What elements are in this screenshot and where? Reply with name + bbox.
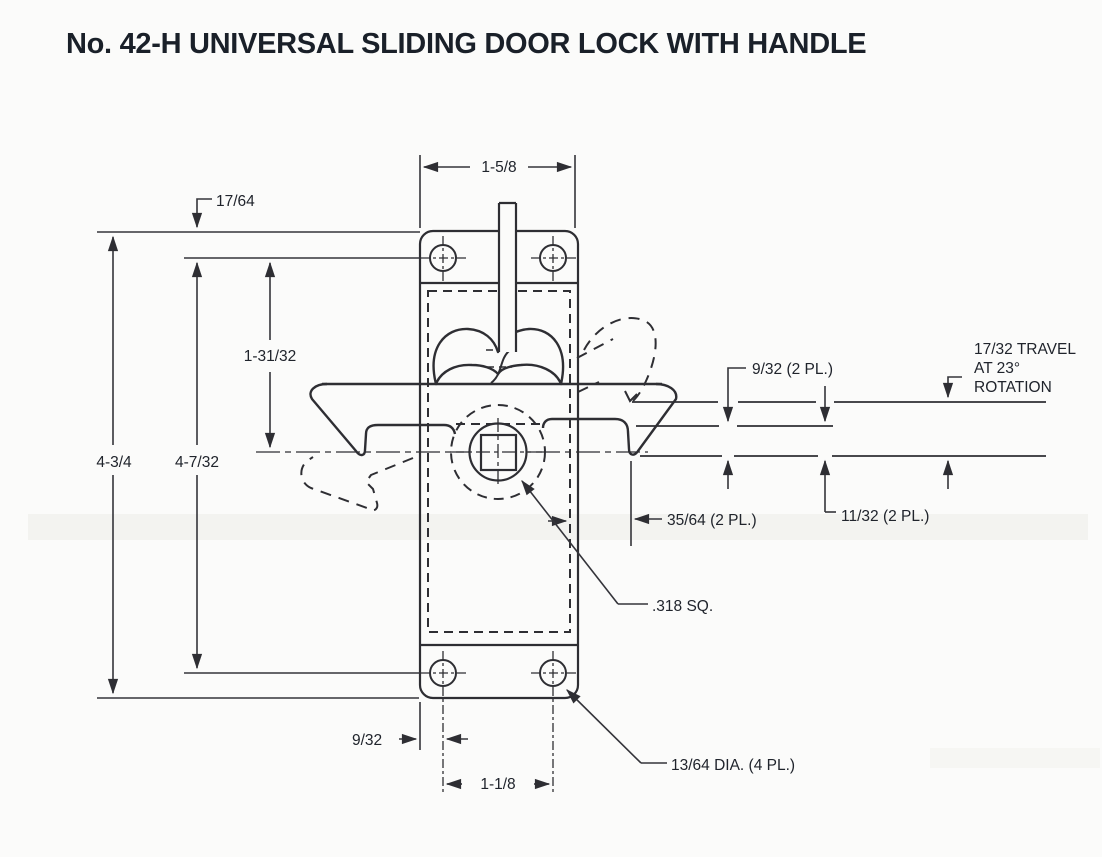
dim-latch-lower-gap [722,459,836,513]
dim-bottom-hole-spacing-label: 1-1/8 [480,776,515,793]
dim-spindle-center-label: 1-31/32 [244,348,297,365]
dim-bottom-hole-offset [399,702,468,750]
latch-bar-outline [309,382,678,457]
dim-hole-span-height-label: 4-7/32 [175,454,219,471]
dim-latch-lower-gap-label: 11/32 (2 PL.) [841,508,929,525]
drawing-title: No. 42-H UNIVERSAL SLIDING DOOR LOCK WIT… [66,28,867,60]
handle-wing-knob [432,327,565,386]
rotated-wing-tip-hook [624,390,638,403]
dim-travel-leader [942,376,962,489]
handle-rotated-position-dashed [576,317,657,402]
dim-plate-width-label: 1-5/8 [481,159,516,176]
spindle-square-leader [521,479,648,605]
spindle-square-label: .318 SQ. [652,598,713,615]
latch-travel-lines [632,401,1046,457]
dim-travel-label-line3: ROTATION [974,379,1052,396]
spindle-square-hole [479,433,518,472]
dim-latch-tip-label: 35/64 (2 PL.) [667,512,757,529]
hole-diameter-leader [566,689,667,764]
dim-top-hole-offset-label: 17/64 [216,193,255,210]
dim-overall-height-label: 4-3/4 [96,454,132,471]
dim-top-hole-offset-leader [191,198,212,229]
dim-latch-tip [548,461,662,546]
plate-hidden-edge-dashed [427,290,571,633]
hole-diameter-label: 13/64 DIA. (4 PL.) [671,757,795,774]
dim-travel-label-line1: 17/32 TRAVEL [974,341,1076,358]
dim-latch-upper-gap [722,367,831,423]
dim-latch-upper-gap-label: 9/32 (2 PL.) [752,361,833,378]
dim-left-extension-lines [97,231,420,699]
dim-travel-label-line2: AT 23° [974,360,1020,377]
spindle-boss-dashed-circle [450,404,546,500]
dim-bottom-hole-offset-label: 9/32 [352,732,382,749]
spindle-centerlines [450,418,546,488]
screw-hole-centerlines [421,236,576,792]
dim-plate-width [419,155,576,228]
handle-shaft [497,201,518,352]
latch-rotated-position-dashed [300,456,414,512]
